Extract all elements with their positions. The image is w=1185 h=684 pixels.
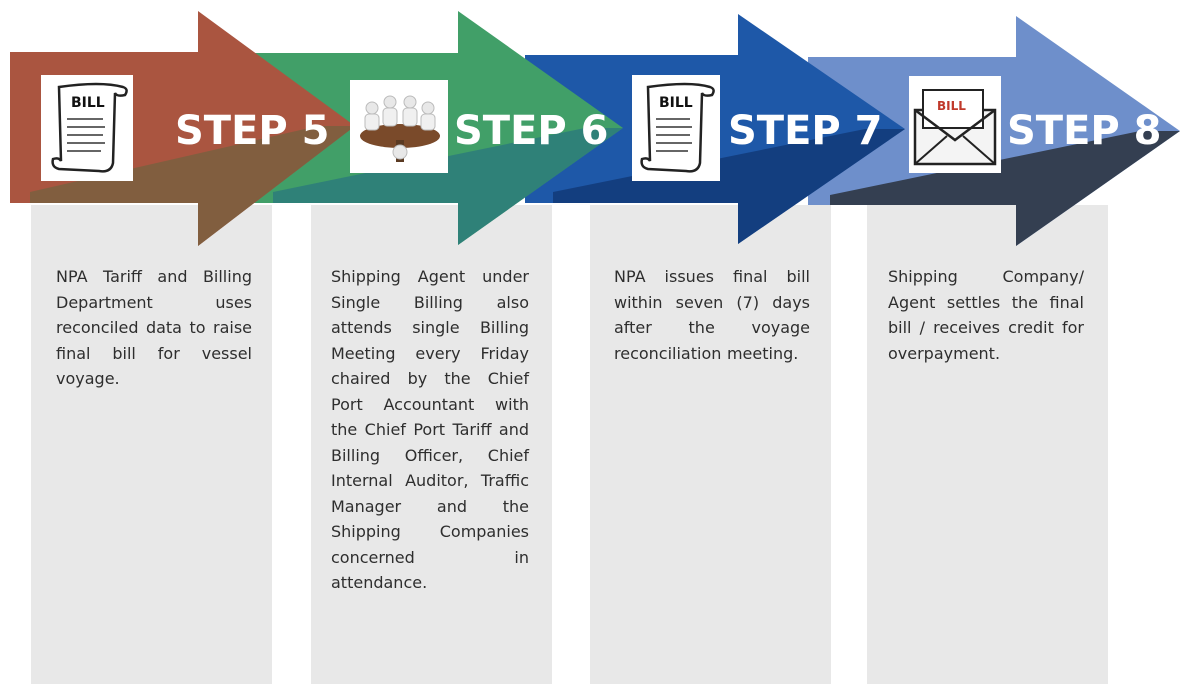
step-7-description: NPA issues final bill within seven (7) d… [614,267,810,363]
step-5-panel [31,205,272,684]
step-6-panel [311,205,552,684]
svg-text:BILL: BILL [937,99,966,113]
step-6-description: Shipping Agent under Single Billing also… [331,267,529,592]
step-8-label: STEP 8 [1007,108,1162,154]
svg-text:BILL: BILL [659,95,693,111]
step-7-panel [590,205,831,684]
bill-envelope-icon: BILL [909,76,1001,173]
step-5-label: STEP 5 [175,108,330,154]
step-8-panel [867,205,1108,684]
step-5-description: NPA Tariff and Billing Department uses r… [56,267,252,388]
bill-scroll-icon: BILL [632,75,720,181]
bill-scroll-icon: BILL [41,75,133,181]
meeting-icon [350,80,448,173]
step-8-description: Shipping Company/ Agent settles the fina… [888,267,1084,363]
step-7-label: STEP 7 [728,108,883,154]
step-6-label: STEP 6 [454,108,609,154]
svg-text:BILL: BILL [71,95,105,111]
step-5-arrow [10,11,355,246]
